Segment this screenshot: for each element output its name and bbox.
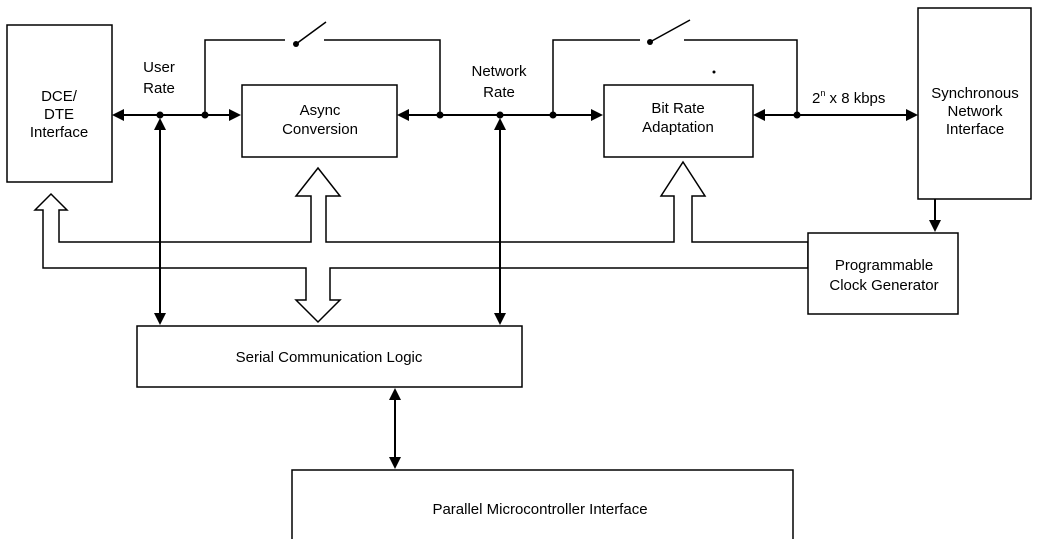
dce-dte-line2: DTE [44,106,74,123]
parallel-microcontroller-interface-block: Parallel Microcontroller Interface [291,469,794,539]
user-rate-label-1: User [143,59,175,76]
bypass-line-bitrate [552,39,798,115]
bit-rate-adaptation-block: Bit Rate Adaptation [603,84,754,158]
bitrate-line2: Adaptation [642,119,714,136]
network-rate-label-1: Network [471,63,527,80]
clock-line2: Clock Generator [829,277,938,294]
programmable-clock-generator-block: Programmable Clock Generator [807,232,959,315]
sync-line2: Network [947,103,1003,120]
synchronous-network-interface-block: Synchronous Network Interface [917,7,1032,200]
sync-rate-label: 2n x 8 kbps [812,88,885,107]
user-rate-label-2: Rate [143,80,175,97]
sync-line3: Interface [946,121,1004,138]
network-rate-label-2: Rate [483,84,515,101]
dce-dte-line3: Interface [30,124,88,141]
clock-line1: Programmable [835,257,933,274]
dce-dte-block: DCE/ DTE Interface [6,24,113,183]
dce-dte-line1: DCE/ [41,88,78,105]
switch-bitrate [649,19,691,43]
parallel-label: Parallel Microcontroller Interface [432,501,647,518]
bitrate-line1: Bit Rate [651,100,704,117]
async-conversion-block: Async Conversion [241,84,398,158]
async-line2: Conversion [282,121,358,138]
control-bus [33,160,809,324]
serial-label: Serial Communication Logic [236,349,423,366]
serial-communication-logic-block: Serial Communication Logic [136,325,523,388]
bypass-line-async [204,39,441,115]
sync-line1: Synchronous [931,85,1019,102]
async-line1: Async [300,102,341,119]
switch-async [295,21,327,45]
